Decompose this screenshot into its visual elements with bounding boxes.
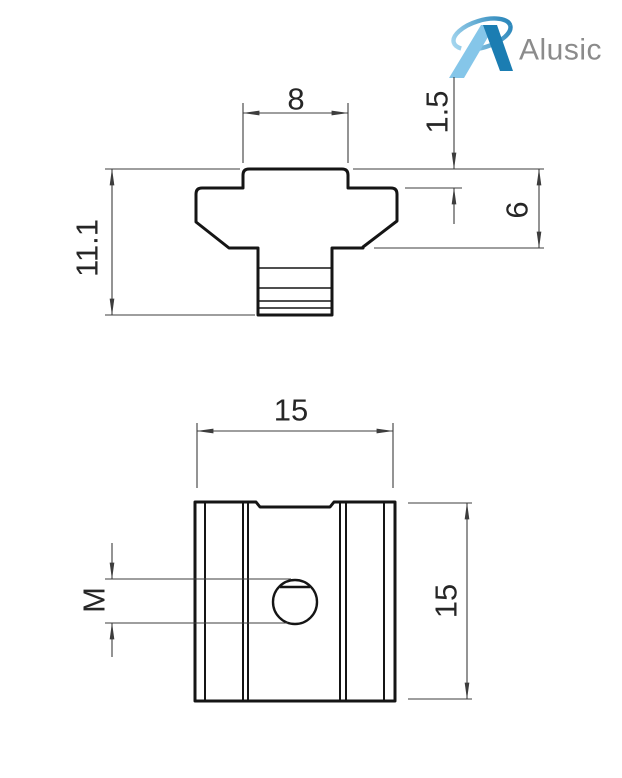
front-view: 8 1.5 6 11.1 xyxy=(70,77,544,317)
dimension-body-height: 6 xyxy=(353,168,544,249)
dimension-value: M xyxy=(77,587,112,613)
dimension-value: 15 xyxy=(274,393,308,428)
dimension-value: 11.1 xyxy=(70,219,105,277)
dimension-value: 1.5 xyxy=(420,90,455,133)
thread-lines xyxy=(258,267,332,309)
logo-a-left-leg xyxy=(449,25,495,78)
logo-a-right-leg xyxy=(483,25,513,71)
plan-view-edge-lines xyxy=(204,503,385,700)
dimension-thread-size: M xyxy=(77,543,291,657)
logo-brand-text: Alusic xyxy=(519,34,602,67)
dimension-boss-width: 8 xyxy=(242,82,349,163)
dimension-plan-width: 15 xyxy=(196,393,394,488)
dimension-plan-length: 15 xyxy=(408,502,472,700)
dimension-value: 6 xyxy=(500,201,535,218)
dimension-total-height: 11.1 xyxy=(70,168,255,316)
front-view-part-outline xyxy=(194,167,399,317)
threaded-hole-circle xyxy=(271,578,319,626)
logo-orbit-swoosh xyxy=(451,16,513,52)
dimension-value: 8 xyxy=(287,82,304,117)
dimension-value: 15 xyxy=(429,584,464,618)
plan-view-part-outline xyxy=(193,500,397,703)
logo: Alusic xyxy=(449,16,602,78)
dimension-boss-height: 1.5 xyxy=(405,77,462,224)
plan-view: 15 15 M xyxy=(77,393,472,703)
threaded-hole xyxy=(271,578,319,626)
